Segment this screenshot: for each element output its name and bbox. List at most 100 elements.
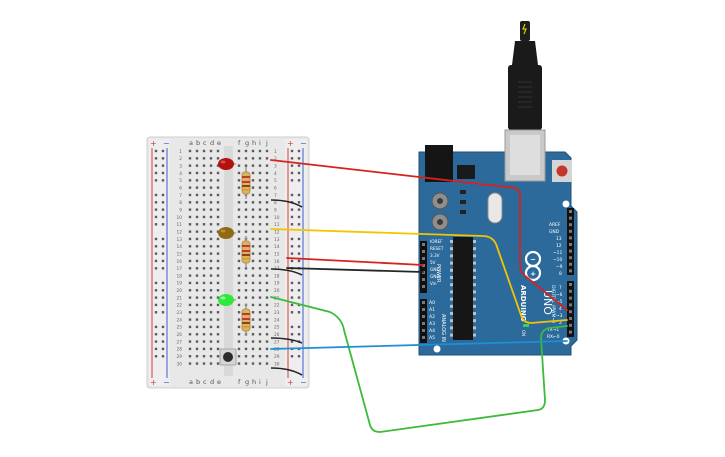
breadboard-hole[interactable]	[202, 179, 206, 182]
breadboard-hole[interactable]	[244, 208, 248, 211]
rail-hole[interactable]	[290, 333, 294, 336]
breadboard-hole[interactable]	[188, 245, 192, 248]
breadboard-hole[interactable]	[265, 289, 269, 292]
breadboard-hole[interactable]	[237, 237, 241, 241]
breadboard-hole[interactable]	[195, 311, 199, 314]
breadboard-hole[interactable]	[216, 164, 220, 167]
breadboard-hole[interactable]	[195, 245, 199, 248]
wire-red-d13[interactable]	[270, 159, 568, 311]
breadboard-hole[interactable]	[195, 259, 199, 263]
rail-hole[interactable]	[297, 223, 301, 226]
breadboard-hole[interactable]	[216, 186, 220, 189]
rail-hole[interactable]	[290, 289, 294, 292]
rail-hole[interactable]	[290, 193, 294, 197]
breadboard-hole[interactable]	[244, 362, 248, 365]
breadboard-hole[interactable]	[209, 303, 213, 307]
rail-hole[interactable]	[161, 325, 165, 329]
breadboard-hole[interactable]	[258, 311, 262, 314]
breadboard-hole[interactable]	[188, 362, 192, 365]
breadboard-hole[interactable]	[209, 201, 213, 204]
breadboard-hole[interactable]	[244, 355, 248, 358]
header-pin[interactable]	[422, 336, 425, 339]
breadboard-hole[interactable]	[265, 347, 269, 351]
rail-hole[interactable]	[154, 201, 158, 204]
breadboard-hole[interactable]	[251, 215, 255, 219]
breadboard-hole[interactable]	[216, 340, 220, 343]
breadboard-hole[interactable]	[258, 201, 262, 204]
header-pin[interactable]	[569, 303, 572, 307]
breadboard-hole[interactable]	[202, 171, 206, 175]
breadboard-hole[interactable]	[202, 245, 206, 248]
breadboard-hole[interactable]	[209, 171, 213, 175]
breadboard-hole[interactable]	[237, 230, 241, 233]
rail-hole[interactable]	[297, 289, 301, 292]
breadboard-hole[interactable]	[265, 201, 269, 204]
breadboard-hole[interactable]	[244, 340, 248, 343]
breadboard-hole[interactable]	[216, 252, 220, 255]
breadboard-hole[interactable]	[209, 237, 213, 241]
breadboard-hole[interactable]	[188, 281, 192, 285]
breadboard-hole[interactable]	[216, 274, 220, 277]
rail-hole[interactable]	[297, 281, 301, 285]
header-pin[interactable]	[569, 289, 572, 293]
breadboard-hole[interactable]	[251, 223, 255, 226]
arduino-uno[interactable]: − + ARDUINO UNO POWER IOREF RESET 3.3V 5…	[418, 129, 578, 356]
breadboard-hole[interactable]	[265, 311, 269, 314]
header-pin[interactable]	[422, 322, 425, 325]
rail-hole[interactable]	[154, 303, 158, 307]
rail-hole[interactable]	[297, 193, 301, 197]
rail-hole[interactable]	[154, 215, 158, 219]
rail-hole[interactable]	[290, 164, 294, 167]
breadboard-hole[interactable]	[251, 186, 255, 189]
breadboard-hole[interactable]	[195, 164, 199, 167]
breadboard-hole[interactable]	[258, 274, 262, 277]
breadboard-hole[interactable]	[258, 355, 262, 358]
rail-hole[interactable]	[297, 325, 301, 329]
rail-hole[interactable]	[154, 259, 158, 263]
breadboard-hole[interactable]	[251, 281, 255, 285]
breadboard-hole[interactable]	[244, 201, 248, 204]
rail-hole[interactable]	[297, 355, 301, 358]
rail-hole[interactable]	[290, 303, 294, 307]
breadboard-hole[interactable]	[202, 193, 206, 197]
breadboard-hole[interactable]	[202, 318, 206, 321]
breadboard-hole[interactable]	[216, 201, 220, 204]
breadboard-hole[interactable]	[251, 230, 255, 233]
breadboard-hole[interactable]	[251, 245, 255, 248]
rail-hole[interactable]	[161, 267, 165, 270]
breadboard-hole[interactable]	[237, 208, 241, 211]
header-pin[interactable]	[569, 296, 572, 300]
breadboard-hole[interactable]	[258, 325, 262, 329]
breadboard-hole[interactable]	[209, 149, 213, 153]
breadboard-hole[interactable]	[188, 274, 192, 277]
rail-hole[interactable]	[154, 340, 158, 343]
analog-header-pins[interactable]	[422, 301, 425, 339]
breadboard-hole[interactable]	[258, 193, 262, 197]
header-pin[interactable]	[569, 256, 572, 260]
breadboard-hole[interactable]	[244, 149, 248, 153]
breadboard-hole[interactable]	[209, 289, 213, 292]
rail-hole[interactable]	[154, 289, 158, 292]
breadboard-hole[interactable]	[244, 230, 248, 233]
breadboard-hole[interactable]	[216, 215, 220, 219]
breadboard-hole[interactable]	[216, 355, 220, 358]
rail-hole[interactable]	[161, 208, 165, 211]
wire-blue-d2[interactable]	[270, 340, 568, 350]
breadboard-hole[interactable]	[188, 267, 192, 270]
breadboard-hole[interactable]	[258, 259, 262, 263]
breadboard-hole[interactable]	[251, 355, 255, 358]
breadboard-hole[interactable]	[216, 171, 220, 175]
rail-hole[interactable]	[297, 171, 301, 175]
breadboard-hole[interactable]	[202, 208, 206, 211]
breadboard-hole[interactable]	[202, 237, 206, 241]
breadboard-hole[interactable]	[188, 164, 192, 167]
breadboard-hole[interactable]	[258, 333, 262, 336]
breadboard-hole[interactable]	[216, 237, 220, 241]
rail-hole[interactable]	[290, 311, 294, 314]
breadboard-hole[interactable]	[216, 281, 220, 285]
rail-hole[interactable]	[297, 252, 301, 255]
breadboard-hole[interactable]	[251, 318, 255, 321]
header-pin[interactable]	[569, 210, 572, 213]
breadboard-hole[interactable]	[202, 289, 206, 292]
